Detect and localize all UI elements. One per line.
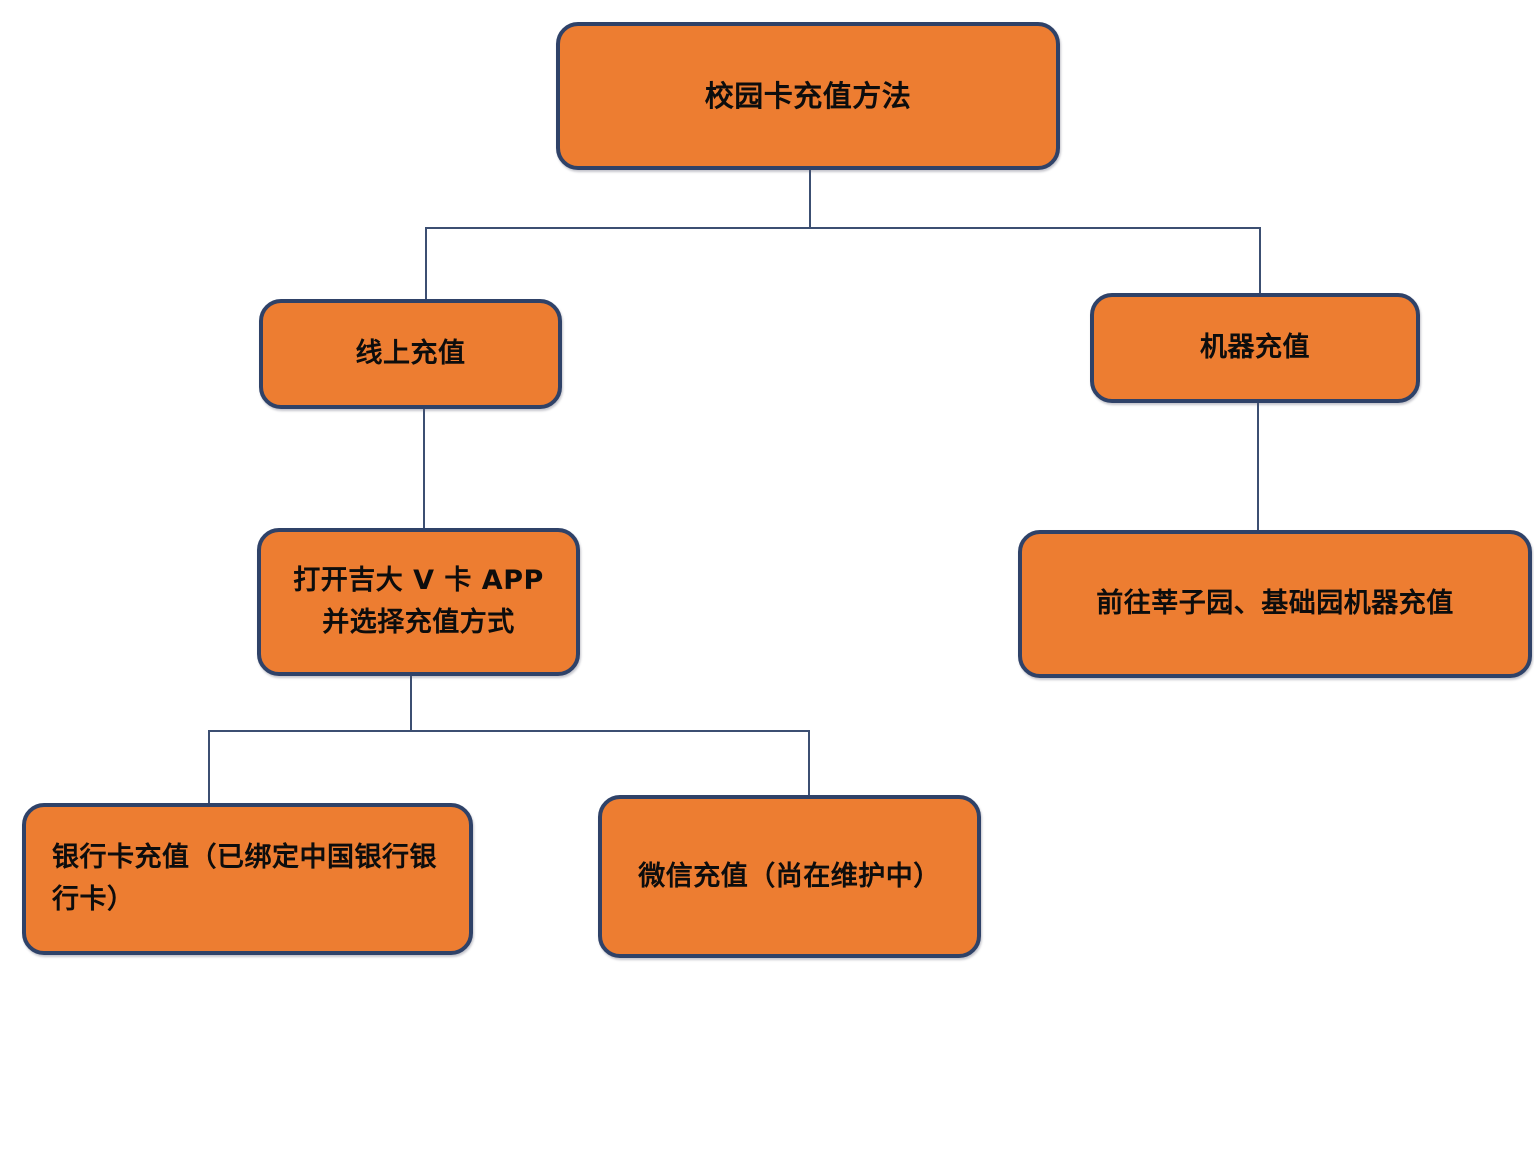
- connector-app-to-bank: [208, 730, 210, 804]
- node-machine-topup[interactable]: 机器充值: [1090, 293, 1420, 403]
- connector-online-to-app: [423, 409, 425, 529]
- connector-app-to-split: [410, 676, 412, 731]
- node-go-to-xinziyuan-jichuyuan-machine[interactable]: 前往莘子园、基础园机器充值: [1018, 530, 1532, 678]
- node-open-jida-v-card-app[interactable]: 打开吉大 V 卡 APP 并选择充值方式: [257, 528, 580, 676]
- node-app-label: 打开吉大 V 卡 APP 并选择充值方式: [293, 565, 544, 638]
- node-bank-card-topup[interactable]: 银行卡充值（已绑定中国银行银行卡）: [22, 803, 473, 955]
- connector-machine-to-onsite: [1257, 403, 1259, 531]
- node-machine-label: 机器充值: [1200, 332, 1310, 364]
- node-online-label: 线上充值: [355, 338, 466, 370]
- node-onsite-label: 前往莘子园、基础园机器充值: [1096, 588, 1454, 620]
- connector-root-to-machine: [1259, 227, 1261, 294]
- node-wechat-topup[interactable]: 微信充值（尚在维护中）: [598, 795, 981, 958]
- connector-level3-bar: [208, 730, 810, 732]
- node-wechat-label: 微信充值（尚在维护中）: [638, 860, 941, 892]
- node-online-topup[interactable]: 线上充值: [259, 299, 562, 409]
- connector-app-to-wechat: [808, 730, 810, 796]
- connector-level1-bar: [425, 227, 1261, 229]
- connector-root-to-online: [425, 227, 427, 300]
- node-root-campus-card-topup-methods[interactable]: 校园卡充值方法: [556, 22, 1060, 170]
- node-root-label: 校园卡充值方法: [704, 78, 912, 113]
- connector-root-to-split: [809, 170, 811, 228]
- node-bank-label: 银行卡充值（已绑定中国银行银行卡）: [52, 842, 437, 915]
